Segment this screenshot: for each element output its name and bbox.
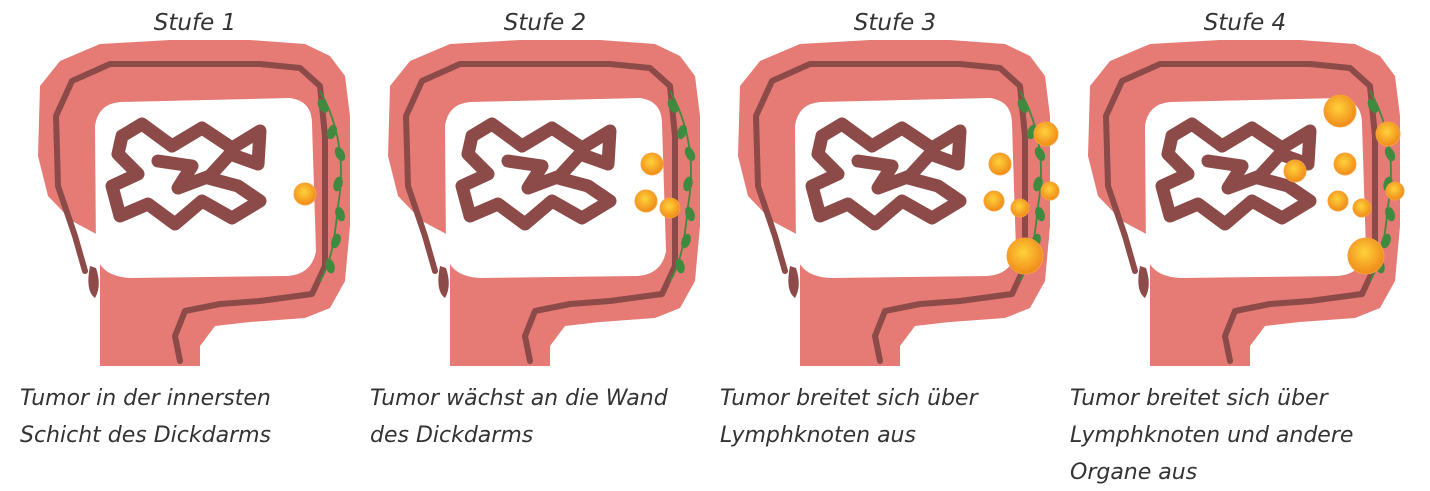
appendix — [88, 266, 98, 298]
stage-1: Stufe 1 Tumor in der innersten Schicht d… — [20, 0, 370, 488]
tumor — [1007, 238, 1043, 274]
tumor — [1034, 122, 1058, 146]
description-line: Schicht des Dickdarms — [20, 417, 365, 454]
stage-4: Stufe 4 Tumor breitet sich über Lymphkno… — [1070, 0, 1420, 488]
stage-3: Stufe 3 Tumor breitet sich über Lymphkno… — [720, 0, 1070, 488]
tumor — [1376, 122, 1400, 146]
stage-2: Stufe 2 Tumor wächst an die Wand des Dic… — [370, 0, 720, 488]
description-line: Lymphknoten aus — [720, 417, 1065, 454]
tumor — [1328, 191, 1348, 211]
stage-4-illustration — [1070, 36, 1420, 376]
description-line: Organe aus — [1070, 454, 1415, 491]
tumor — [1334, 153, 1356, 175]
description-line: Tumor breitet sich über — [1070, 380, 1415, 417]
tumor — [1386, 182, 1404, 200]
tumor — [1041, 182, 1059, 200]
stage-description: Tumor breitet sich über Lymphknoten und … — [1070, 380, 1415, 491]
tumor — [1353, 199, 1371, 217]
stage-2-illustration — [370, 36, 720, 376]
appendix — [438, 266, 448, 298]
description-line: des Dickdarms — [370, 417, 715, 454]
tumor — [641, 153, 663, 175]
appendix — [1138, 266, 1148, 298]
stage-description: Tumor in der innersten Schicht des Dickd… — [20, 380, 365, 454]
stage-1-illustration — [20, 36, 370, 376]
tumor — [1324, 95, 1356, 127]
description-line: Tumor in der innersten — [20, 380, 365, 417]
tumor — [1011, 199, 1029, 217]
stage-title: Stufe 2 — [370, 10, 720, 36]
stage-description: Tumor breitet sich über Lymphknoten aus — [720, 380, 1065, 454]
stage-title: Stufe 1 — [20, 10, 370, 36]
tumor — [635, 190, 657, 212]
tumor — [989, 153, 1011, 175]
stage-description: Tumor wächst an die Wand des Dickdarms — [370, 380, 715, 454]
description-line: Tumor breitet sich über — [720, 380, 1065, 417]
stage-title: Stufe 4 — [1070, 10, 1420, 36]
description-line: Lymphknoten und andere — [1070, 417, 1415, 454]
tumor — [1348, 238, 1384, 274]
tumor — [1284, 160, 1306, 182]
tumor — [294, 183, 316, 205]
tumor — [984, 191, 1004, 211]
tumor — [660, 198, 680, 218]
stage-title: Stufe 3 — [720, 10, 1070, 36]
appendix — [788, 266, 798, 298]
description-line: Tumor wächst an die Wand — [370, 380, 715, 417]
stage-3-illustration — [720, 36, 1070, 376]
